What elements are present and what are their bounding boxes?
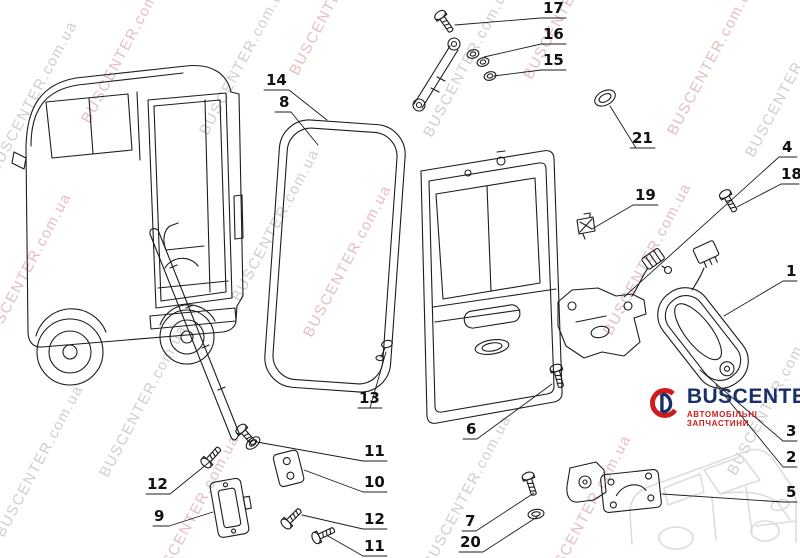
buscenter-logo: BUSCENTER АВТОМОБІЛЬНІ ЗАПЧАСТИНИ	[648, 385, 800, 428]
door-stay-illustration	[412, 37, 461, 112]
door-seal-illustration	[264, 119, 406, 393]
screw-12b-icon	[278, 505, 305, 532]
washer-11a-icon	[243, 433, 263, 453]
bolt-7-icon	[520, 470, 541, 498]
lock-assembly-illustration	[566, 461, 662, 513]
handle-connector-illustration	[691, 240, 720, 291]
nut-16-icon	[465, 47, 481, 61]
screw-12a-icon	[198, 443, 225, 471]
van-illustration	[11, 64, 244, 441]
logo-brand-text: BUSCENTER	[686, 385, 800, 408]
tailgate-illustration	[420, 150, 563, 424]
clip-19-illustration	[576, 212, 596, 240]
leader-lines	[145, 17, 800, 557]
hinge-bracket-illustration	[557, 247, 673, 359]
buscenter-logo-icon	[649, 388, 680, 418]
door-handle-illustration	[657, 287, 749, 389]
diagram-line-art	[11, 8, 800, 557]
screw-18-icon	[717, 187, 741, 215]
logo-tagline: АВТОМОБІЛЬНІ ЗАПЧАСТИНИ	[686, 410, 758, 429]
bolt-17-icon	[432, 8, 457, 36]
grommet-illustration	[594, 89, 616, 107]
bolt-6-icon	[548, 362, 568, 390]
buffer-block-illustration	[272, 449, 305, 488]
nut-16b-icon	[475, 55, 491, 69]
striker-plate-illustration	[209, 477, 252, 538]
bolt-11b-icon	[309, 523, 338, 546]
faint-van-sketch	[629, 448, 797, 550]
